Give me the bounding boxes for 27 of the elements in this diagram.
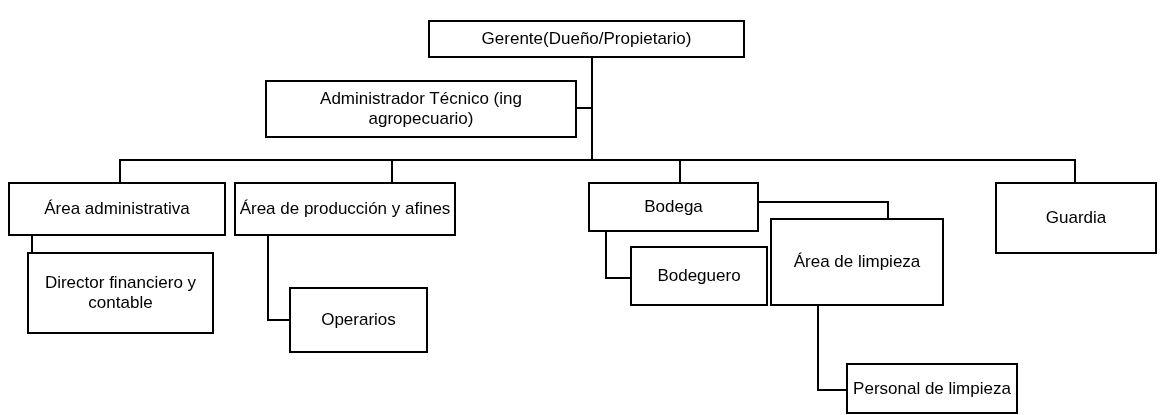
- node-label: Director financiero y contable: [43, 273, 198, 313]
- org-box: [265, 80, 577, 138]
- connector-line: [758, 201, 889, 219]
- node-label: Personal de limpieza: [852, 378, 1012, 399]
- node-label: Área administrativa: [43, 199, 191, 219]
- connector-line: [267, 235, 290, 321]
- node-label: Bodeguero: [656, 266, 742, 286]
- org-box: [630, 246, 768, 306]
- node-label: Gerente(Dueño/Propietario): [480, 29, 693, 49]
- org-box: [289, 287, 428, 353]
- connector-line: [605, 231, 631, 279]
- org-box: [428, 20, 745, 58]
- org-box: [588, 182, 759, 232]
- node-label: Bodega: [643, 197, 704, 217]
- node-label: Administrador Técnico (ing agropecuario): [319, 89, 523, 129]
- org-box: [995, 182, 1157, 254]
- connector-line: [31, 235, 33, 253]
- node-label: Operarios: [320, 310, 397, 330]
- org-box: [8, 182, 226, 236]
- org-box: [846, 363, 1018, 414]
- connector-line: [817, 305, 847, 391]
- org-box: [27, 252, 214, 334]
- node-label: Guardia: [1044, 208, 1108, 228]
- org-box: [234, 182, 456, 236]
- org-box: [770, 218, 944, 306]
- node-label: Área de producción y afines: [238, 199, 452, 219]
- node-label: Área de limpieza: [792, 252, 922, 272]
